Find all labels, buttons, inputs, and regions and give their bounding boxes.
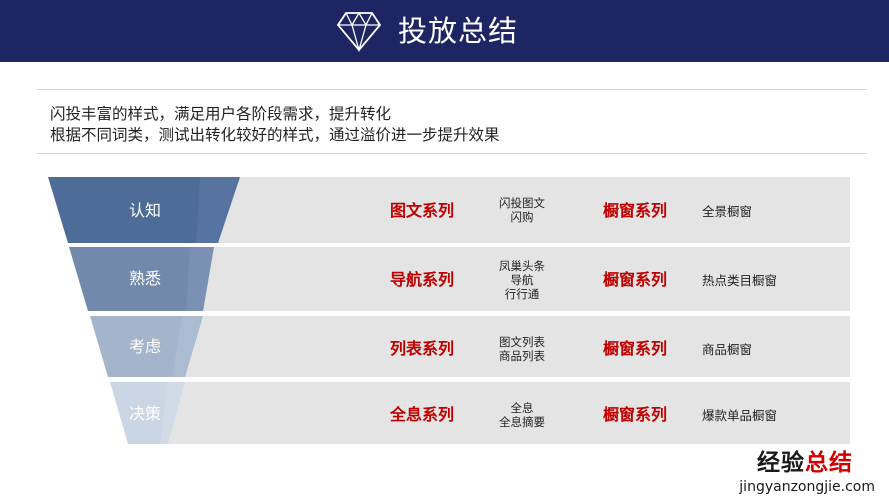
window-item: 热点类目橱窗 [702,273,778,288]
watermark-logo: 经验总结 [757,450,853,476]
stage-label-decision: 决策 [128,404,161,423]
series-item: 闪投图文 [499,196,545,210]
watermark-url: jingyanzongjie.com [739,479,875,495]
window-series-label: 橱窗系列 [603,405,668,424]
series-items: 闪投图文 闪购 [482,196,562,224]
funnel-segment-1 [48,177,240,243]
window-series-label: 橱窗系列 [603,270,668,289]
series-item: 闪购 [510,210,534,224]
series-items: 凤巢头条 导航 行行通 [482,259,562,301]
series-item: 凤巢头条 [499,259,545,273]
stage-label-familiarity: 熟悉 [128,269,161,288]
window-item: 商品橱窗 [702,342,753,357]
series-label: 导航系列 [390,270,455,289]
stage-label-awareness: 认知 [128,201,161,220]
series-item: 图文列表 [499,335,545,349]
series-label: 全息系列 [390,405,455,424]
window-series-label: 橱窗系列 [603,339,668,358]
window-item: 全景橱窗 [702,204,753,219]
series-items: 全息 全息摘要 [482,401,562,429]
watermark-text-b: 总结 [805,450,853,476]
diamond-icon [336,11,382,52]
page-title: 投放总结 [398,14,519,48]
series-items: 图文列表 商品列表 [482,335,562,363]
watermark-text-a: 经验 [757,450,805,476]
divider-bottom [36,153,867,154]
intro-line-2: 根据不同词类，测试出转化较好的样式，通过溢价进一步提升效果 [50,126,500,144]
series-item: 全息摘要 [499,415,545,429]
intro-line-1: 闪投丰富的样式，满足用户各阶段需求，提升转化 [50,105,392,123]
series-item: 商品列表 [499,349,545,363]
header-bar: 投放总结 [0,0,889,62]
row-band-3 [185,316,850,377]
window-item: 爆款单品橱窗 [702,408,778,423]
row-band-4 [168,382,850,444]
funnel-segment-2 [69,247,214,311]
window-series-label: 橱窗系列 [603,201,668,220]
row-band-2 [203,247,850,311]
row-band-1 [218,177,850,243]
series-label: 列表系列 [390,339,455,358]
stage-label-consideration: 考虑 [128,337,161,356]
series-item: 行行通 [504,287,540,301]
series-item: 全息 [510,401,534,415]
series-label: 图文系列 [390,201,455,220]
divider-top [36,89,867,90]
series-item: 导航 [510,273,534,287]
